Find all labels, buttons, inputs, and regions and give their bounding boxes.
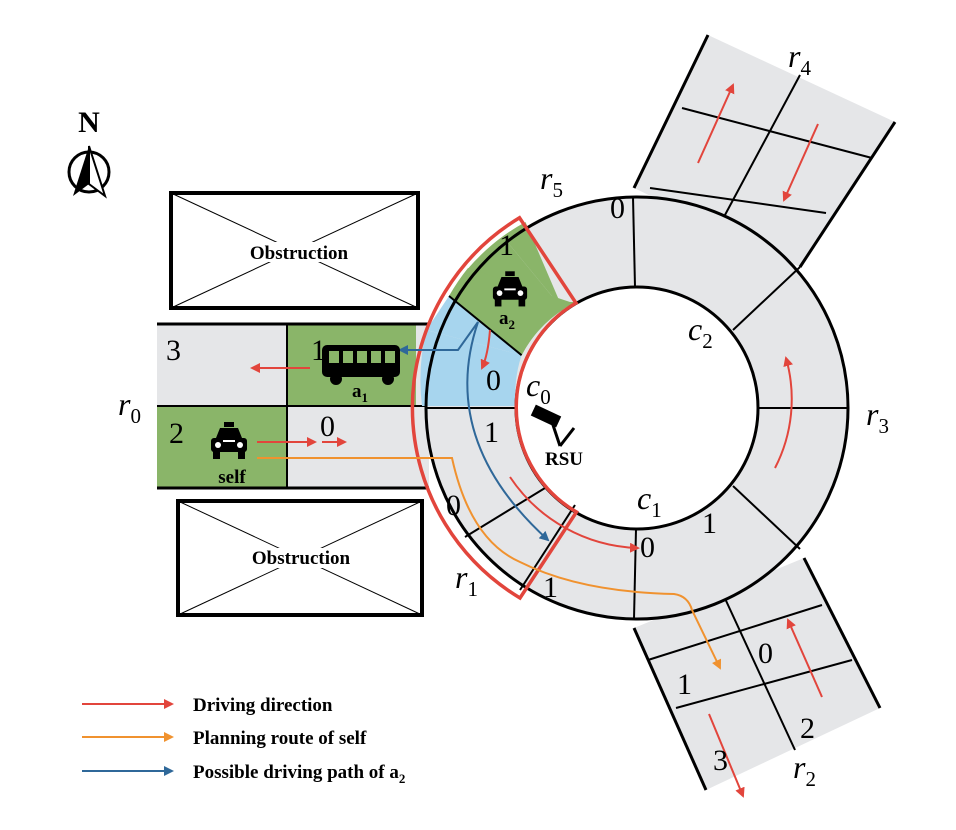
lane-number: 0 [640, 531, 655, 564]
legend: Driving direction Planning route of self… [82, 695, 405, 786]
rsu-coverage-outline [410, 215, 579, 601]
road-label-r5: r5 [540, 160, 563, 202]
lane-number: 1 [677, 668, 692, 701]
lane-number: 1 [484, 416, 499, 449]
lane-numbers: 3 2 1 0 0 1 0 1 0 1 0 1 0 1 2 3 [166, 192, 815, 777]
lane-number: 3 [166, 334, 181, 367]
road-label-r1: r1 [455, 559, 478, 601]
svg-text:a2: a2 [499, 308, 515, 332]
a2-possible-paths [398, 321, 550, 542]
road-label-r2: r2 [793, 749, 816, 791]
lane-number: 0 [758, 637, 773, 670]
legend-label: Driving direction [193, 695, 333, 716]
svg-text:self: self [218, 467, 246, 488]
obstruction-label: Obstruction [252, 548, 351, 569]
obstruction-bottom: Obstruction [176, 499, 424, 617]
vehicle-a2: a2 [492, 271, 528, 332]
legend-label: Planning route of self [193, 728, 367, 749]
lane-number: 0 [486, 364, 501, 397]
driving-direction-arrows [250, 83, 823, 798]
cell-label-c1: c1 [637, 480, 662, 522]
cell-label-c0: c0 [526, 367, 551, 409]
lane-number: 1 [311, 334, 326, 367]
rsu-camera-icon: RSU [530, 404, 583, 470]
lane-number: 1 [499, 229, 514, 262]
obstruction-label: Obstruction [250, 243, 349, 264]
lane-number: 1 [543, 571, 558, 604]
lane-number: 2 [169, 417, 184, 450]
road-label-r4: r4 [788, 38, 811, 80]
self-planning-route [257, 457, 722, 670]
svg-text:a1: a1 [352, 381, 368, 405]
legend-label: Possible driving path of a2 [193, 762, 405, 786]
north-compass-icon: N [67, 106, 111, 199]
road-label-r3: r3 [866, 396, 889, 438]
lane-number: 1 [702, 507, 717, 540]
lane-number: 0 [446, 489, 461, 522]
lane-number: 3 [713, 744, 728, 777]
obstruction-top: Obstruction [169, 191, 420, 310]
road-label-r0: r0 [118, 386, 141, 428]
cell-label-c2: c2 [688, 311, 713, 353]
roundabout-ring [420, 195, 850, 621]
vehicle-a1-bus: a1 [322, 345, 400, 405]
svg-text:RSU: RSU [545, 449, 583, 470]
vehicle-self: self [211, 422, 247, 488]
lane-number: 0 [320, 410, 335, 443]
lane-number: 0 [610, 192, 625, 225]
lane-number: 2 [800, 712, 815, 745]
svg-text:N: N [78, 106, 100, 139]
